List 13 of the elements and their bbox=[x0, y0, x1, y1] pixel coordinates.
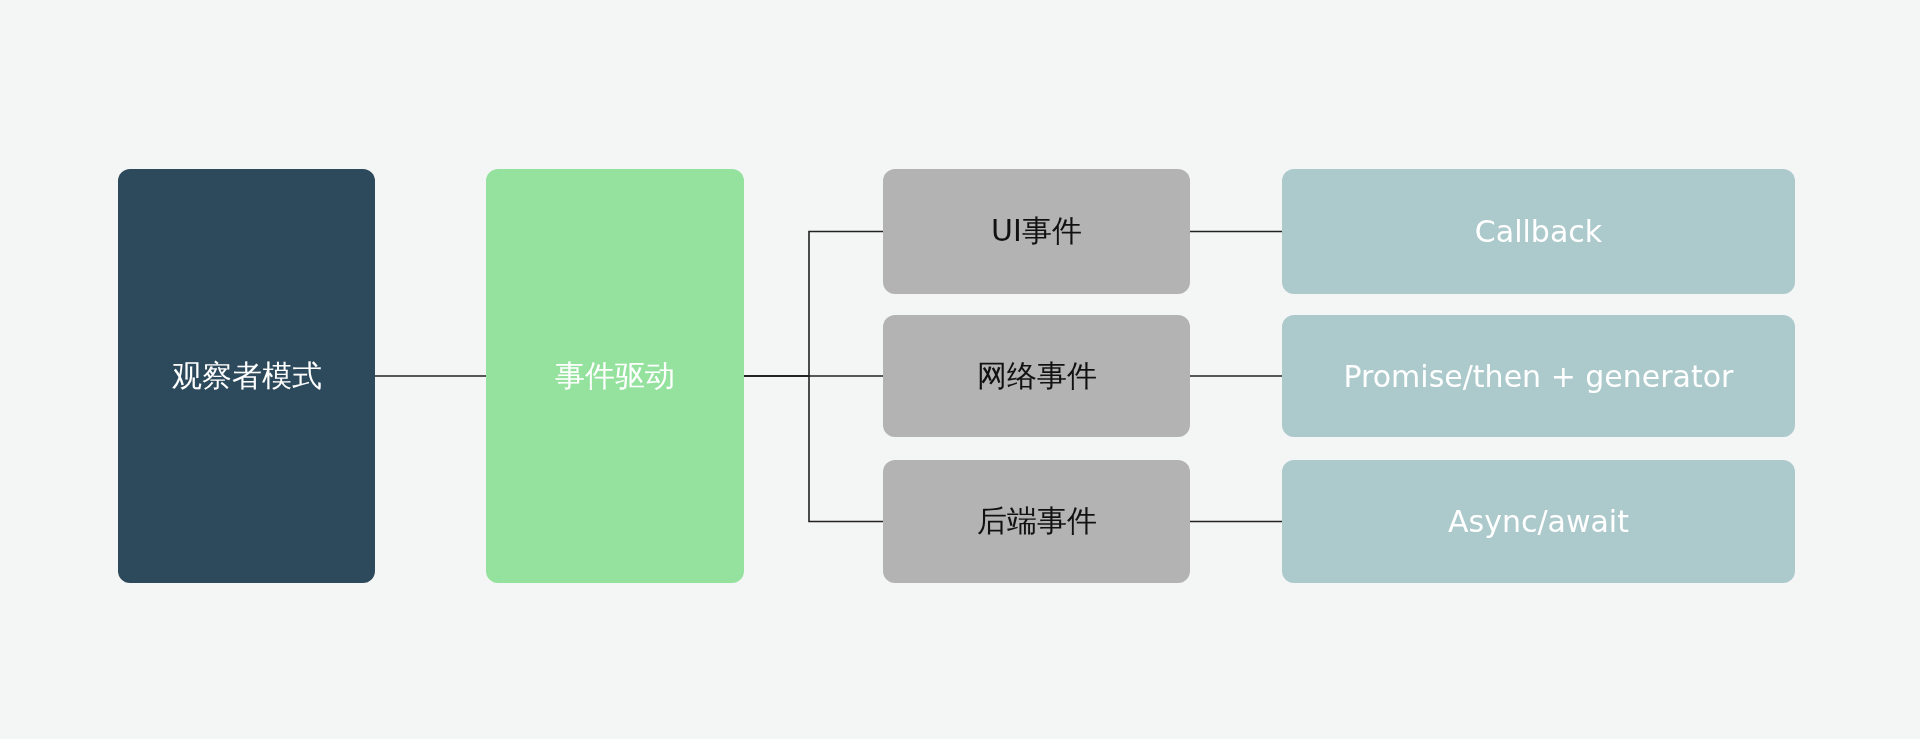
process-box: 事件驱动 bbox=[486, 169, 744, 583]
process-box: Callback bbox=[1282, 169, 1795, 294]
process-box: UI事件 bbox=[883, 169, 1190, 294]
connector-line bbox=[1189, 375, 1283, 377]
connector-line bbox=[1189, 520, 1283, 523]
process-box: 观察者模式 bbox=[118, 169, 375, 583]
process-box: Async/await bbox=[1282, 460, 1795, 583]
process-box: Promise/then + generator bbox=[1282, 315, 1795, 437]
process-box: 后端事件 bbox=[883, 460, 1190, 583]
connector-line bbox=[374, 375, 487, 377]
process-box: 网络事件 bbox=[883, 315, 1190, 437]
connector-line bbox=[743, 375, 884, 523]
connector-line bbox=[1189, 230, 1283, 233]
